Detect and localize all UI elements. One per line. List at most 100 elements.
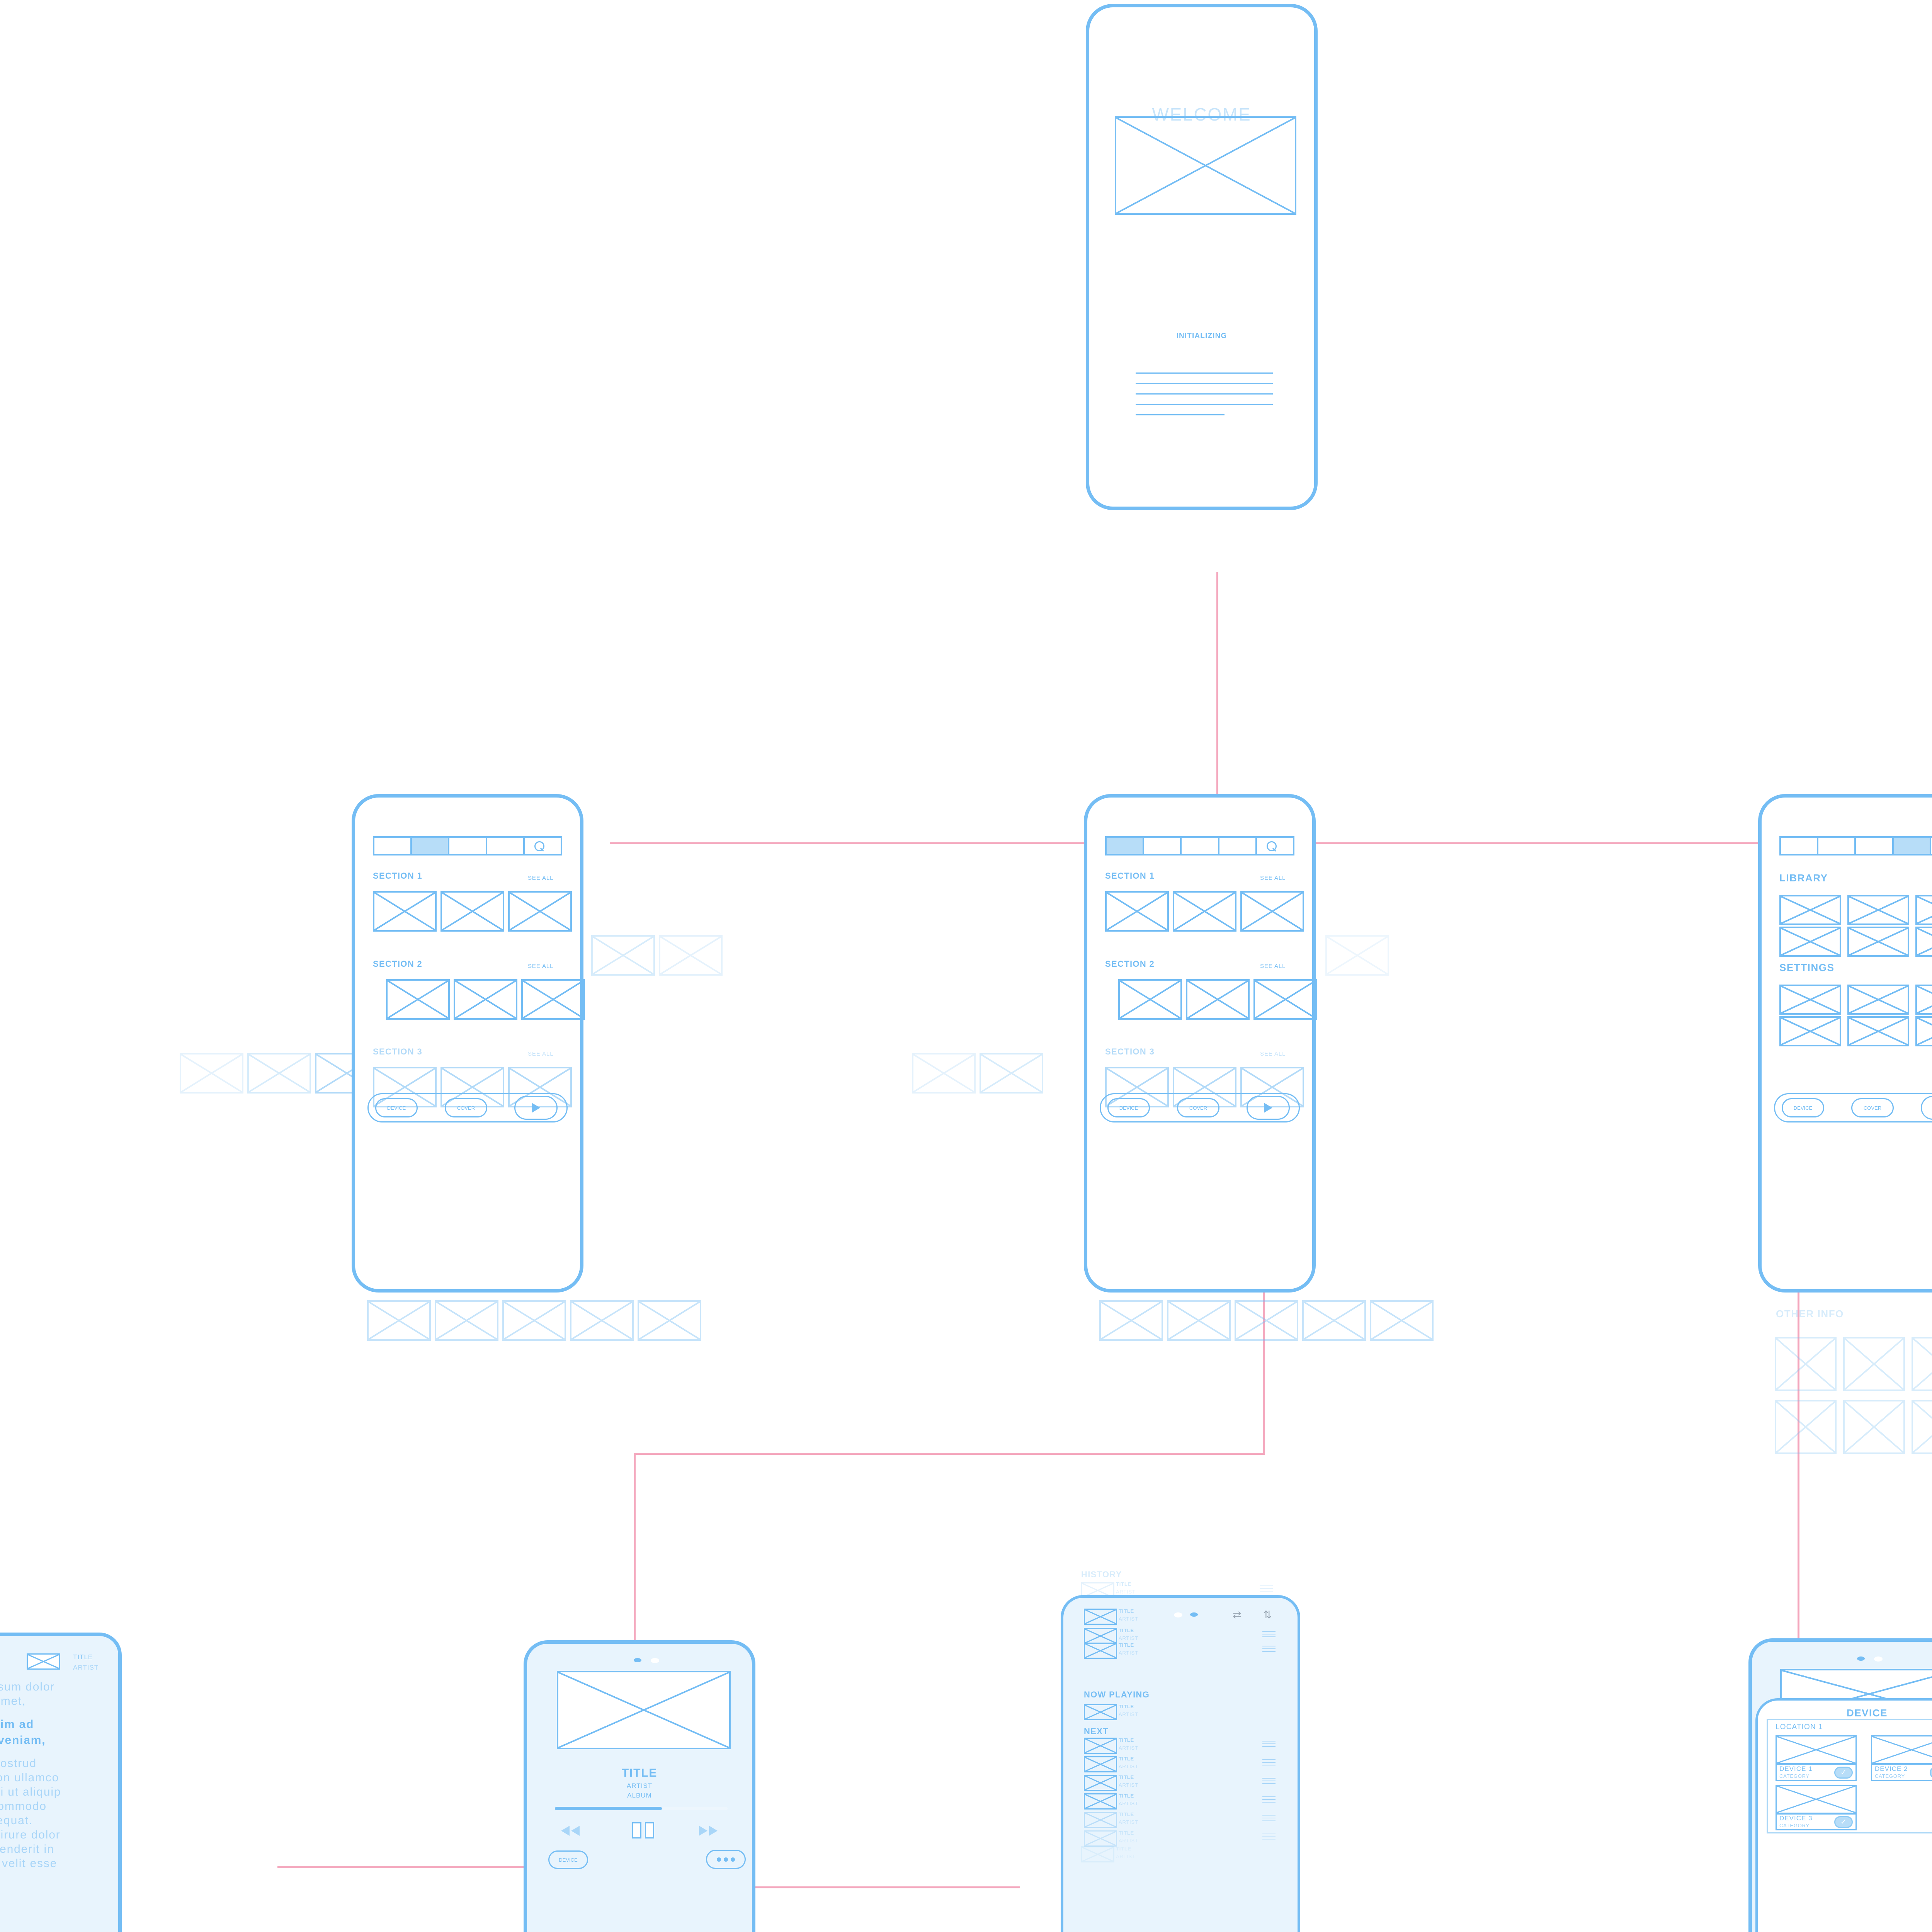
settings-card[interactable] bbox=[1915, 985, 1932, 1015]
library-tabbar-top[interactable] bbox=[1779, 836, 1932, 855]
drag-handle-icon[interactable] bbox=[1262, 1646, 1276, 1654]
drag-handle-icon[interactable] bbox=[1262, 1833, 1276, 1842]
home-left-card[interactable] bbox=[386, 979, 450, 1020]
home-center-card[interactable] bbox=[1240, 891, 1304, 932]
top-tab-3[interactable] bbox=[449, 838, 487, 854]
drag-handle-icon[interactable] bbox=[1262, 1631, 1276, 1639]
more-button[interactable] bbox=[706, 1850, 746, 1869]
device-button[interactable]: DEVICE bbox=[375, 1098, 418, 1117]
queue-history-thumb[interactable] bbox=[1084, 1643, 1117, 1659]
home-center-card[interactable] bbox=[1253, 979, 1317, 1020]
settings-card[interactable] bbox=[1779, 1016, 1841, 1046]
home-center-section-3-see-all[interactable]: SEE ALL bbox=[1260, 1051, 1286, 1057]
top-tab-4-active[interactable] bbox=[1893, 838, 1931, 854]
home-left-card[interactable] bbox=[454, 979, 517, 1020]
settings-card[interactable] bbox=[1847, 985, 1909, 1015]
library-card[interactable] bbox=[1915, 927, 1932, 957]
cover-button[interactable]: COVER bbox=[445, 1098, 487, 1117]
shuffle-icon[interactable]: ⇄ bbox=[1233, 1609, 1242, 1621]
drag-handle-icon[interactable] bbox=[1262, 1778, 1276, 1786]
queue-next-thumb[interactable] bbox=[1084, 1775, 1117, 1791]
device-button[interactable]: DEVICE bbox=[1782, 1098, 1824, 1117]
location-1-label: LOCATION 1 bbox=[1776, 1723, 1823, 1731]
home-center-card[interactable] bbox=[1105, 891, 1169, 932]
home-left-section-3-see-all[interactable]: SEE ALL bbox=[528, 1051, 554, 1057]
cover-button[interactable]: COVER bbox=[1177, 1098, 1219, 1117]
home-left-card[interactable] bbox=[508, 891, 572, 932]
play-button[interactable] bbox=[514, 1096, 558, 1120]
top-tab-3[interactable] bbox=[1856, 838, 1894, 854]
home-center-section-1-see-all[interactable]: SEE ALL bbox=[1260, 875, 1286, 881]
settings-card[interactable] bbox=[1915, 1016, 1932, 1046]
player-progress-bar[interactable] bbox=[555, 1807, 728, 1810]
home-left-section-1-see-all[interactable]: SEE ALL bbox=[528, 875, 554, 881]
top-tab-2[interactable] bbox=[1818, 838, 1856, 854]
device-1-checkbox[interactable]: ✓ bbox=[1834, 1767, 1853, 1779]
top-tab-1[interactable] bbox=[374, 838, 412, 854]
home-left-card[interactable] bbox=[373, 891, 437, 932]
status-dot-right bbox=[1874, 1656, 1883, 1662]
home-center-tabbar-top[interactable] bbox=[1105, 836, 1294, 855]
queue-next-thumb-overflow bbox=[1081, 1846, 1114, 1862]
top-tab-search[interactable] bbox=[1257, 838, 1293, 854]
library-card[interactable] bbox=[1779, 927, 1841, 957]
drag-handle-icon[interactable] bbox=[1262, 1815, 1276, 1823]
previous-button[interactable] bbox=[561, 1824, 590, 1838]
device-card-image[interactable] bbox=[1776, 1785, 1857, 1814]
next-button[interactable] bbox=[699, 1824, 728, 1838]
top-tab-2[interactable] bbox=[1144, 838, 1182, 854]
lyrics-track-title: TITLE bbox=[73, 1653, 93, 1661]
device-button[interactable]: DEVICE bbox=[1107, 1098, 1150, 1117]
home-center-card[interactable] bbox=[1186, 979, 1250, 1020]
device-button[interactable]: DEVICE bbox=[548, 1850, 588, 1869]
device-card-image[interactable] bbox=[1776, 1735, 1857, 1764]
top-tab-4[interactable] bbox=[487, 838, 525, 854]
pause-button[interactable] bbox=[632, 1822, 656, 1839]
top-tab-search[interactable] bbox=[525, 838, 561, 854]
top-tab-1[interactable] bbox=[1781, 838, 1819, 854]
home-left-section-2: SECTION 2 bbox=[373, 959, 423, 969]
home-left-card[interactable] bbox=[440, 891, 504, 932]
top-tab-4[interactable] bbox=[1219, 838, 1257, 854]
drag-handle-icon[interactable] bbox=[1262, 1759, 1276, 1767]
queue-next-artist-overflow: ARTIST bbox=[1116, 1854, 1136, 1859]
home-left-section-2-see-all[interactable]: SEE ALL bbox=[528, 963, 554, 969]
queue-next-thumb[interactable] bbox=[1084, 1812, 1117, 1828]
device-card-image[interactable] bbox=[1871, 1735, 1932, 1764]
search-icon[interactable] bbox=[534, 841, 545, 852]
queue-next-thumb[interactable] bbox=[1084, 1830, 1117, 1847]
home-center-card[interactable] bbox=[1173, 891, 1236, 932]
device-3-checkbox[interactable]: ✓ bbox=[1834, 1816, 1853, 1828]
player-album-art[interactable] bbox=[557, 1671, 731, 1749]
queue-next-thumb[interactable] bbox=[1084, 1793, 1117, 1810]
connector-player-to-queue bbox=[750, 1886, 1020, 1888]
settings-card[interactable] bbox=[1779, 985, 1841, 1015]
play-button[interactable] bbox=[1247, 1096, 1290, 1120]
library-card[interactable] bbox=[1779, 895, 1841, 925]
library-card[interactable] bbox=[1847, 927, 1909, 957]
home-center-section-2-see-all[interactable]: SEE ALL bbox=[1260, 963, 1286, 969]
search-icon[interactable] bbox=[1266, 841, 1277, 852]
fast-forward-icon bbox=[699, 1826, 707, 1836]
repeat-icon[interactable]: ⇅ bbox=[1263, 1609, 1272, 1621]
drag-handle-icon[interactable] bbox=[1262, 1796, 1276, 1804]
queue-history-thumb[interactable] bbox=[1084, 1609, 1117, 1625]
queue-next-thumb[interactable] bbox=[1084, 1756, 1117, 1772]
cover-button[interactable]: COVER bbox=[1851, 1098, 1894, 1117]
queue-next-thumb[interactable] bbox=[1084, 1738, 1117, 1754]
library-other-info-heading: OTHER INFO bbox=[1776, 1308, 1844, 1320]
library-card[interactable] bbox=[1847, 895, 1909, 925]
queue-now-playing-thumb[interactable] bbox=[1084, 1704, 1117, 1720]
queue-history-title: TITLE bbox=[1119, 1608, 1134, 1614]
top-tab-1-active[interactable] bbox=[1107, 838, 1145, 854]
settings-card[interactable] bbox=[1847, 1016, 1909, 1046]
top-tab-2-active[interactable] bbox=[412, 838, 450, 854]
library-card[interactable] bbox=[1915, 895, 1932, 925]
queue-history-thumb[interactable] bbox=[1084, 1628, 1117, 1644]
drag-handle-icon[interactable] bbox=[1262, 1741, 1276, 1749]
home-left-tabbar-top[interactable] bbox=[373, 836, 562, 855]
top-tab-3[interactable] bbox=[1182, 838, 1219, 854]
home-left-card[interactable] bbox=[521, 979, 585, 1020]
drag-handle-icon bbox=[1260, 1585, 1273, 1594]
home-center-card[interactable] bbox=[1118, 979, 1182, 1020]
